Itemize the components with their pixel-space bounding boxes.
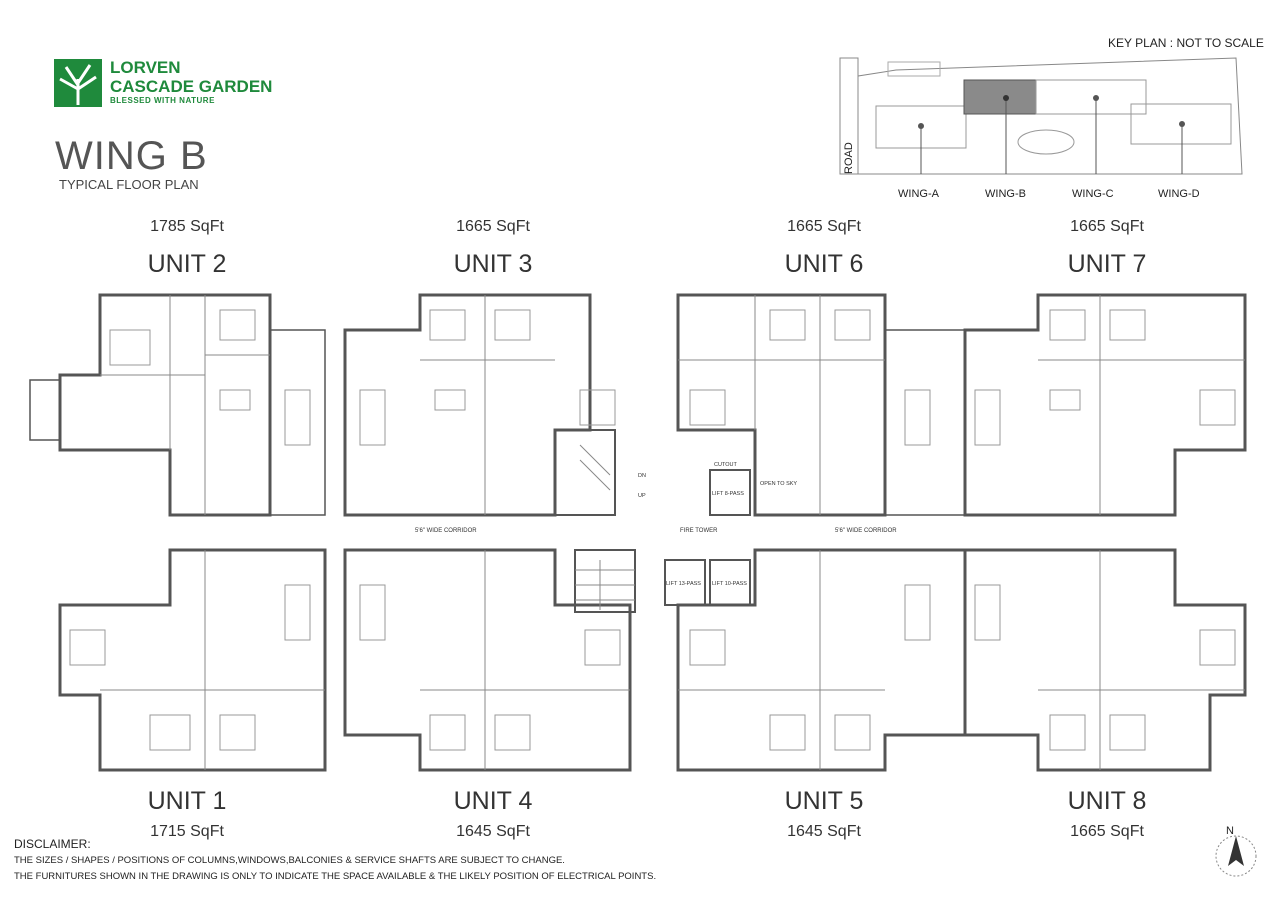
unit-7-name: UNIT 7 xyxy=(1067,250,1147,278)
wing-b-highlight xyxy=(963,79,1037,115)
unit-6-area: 1665 SqFt xyxy=(787,218,861,235)
unit-5-name: UNIT 5 xyxy=(784,787,864,815)
unit-1-area: 1715 SqFt xyxy=(150,823,224,840)
unit-7-area: 1665 SqFt xyxy=(1070,218,1144,235)
key-plan-drawing: ROAD xyxy=(839,57,1243,175)
key-plan-wing-a: WING-A xyxy=(898,188,939,200)
floor-plan-drawing: 5'6" WIDE CORRIDOR 5'6" WIDE CORRIDOR FI… xyxy=(29,293,1247,772)
unit-3-area: 1665 SqFt xyxy=(456,218,530,235)
page-title: WING B xyxy=(55,134,208,178)
stair-up-label: UP xyxy=(638,493,646,499)
cutout-label: CUTOUT xyxy=(714,462,737,468)
stair-dn-label: DN xyxy=(638,473,646,479)
lift-10-label: LIFT 10-PASS xyxy=(712,581,747,587)
compass-label: N xyxy=(1226,825,1234,837)
unit-2-name: UNIT 2 xyxy=(147,250,227,278)
floor-plan: 5'6" WIDE CORRIDOR 5'6" WIDE CORRIDOR FI… xyxy=(0,285,1280,790)
brand-name-line1: LORVEN xyxy=(110,58,181,77)
unit-8-name: UNIT 8 xyxy=(1067,787,1147,815)
brand-name: LORVEN CASCADE GARDEN xyxy=(110,58,272,96)
brand-tagline: BLESSED WITH NATURE xyxy=(110,96,215,105)
unit-2-area: 1785 SqFt xyxy=(150,218,224,235)
key-plan-wing-c: WING-C xyxy=(1072,188,1114,200)
unit-8-area: 1665 SqFt xyxy=(1070,823,1144,840)
key-plan-wing-d: WING-D xyxy=(1158,188,1200,200)
compass: N xyxy=(1208,822,1264,887)
fire-tower-label: FIRE TOWER xyxy=(680,528,718,534)
disclaimer-line-1: THE SIZES / SHAPES / POSITIONS OF COLUMN… xyxy=(14,855,565,866)
unit-4-area: 1645 SqFt xyxy=(456,823,530,840)
key-plan-wing-b: WING-B xyxy=(985,188,1026,200)
unit-5-area: 1645 SqFt xyxy=(787,823,861,840)
unit-3-name: UNIT 3 xyxy=(453,250,533,278)
key-plan-label: KEY PLAN : NOT TO SCALE xyxy=(1108,36,1264,50)
north-arrow-icon: N xyxy=(1215,825,1257,877)
unit-1-name: UNIT 1 xyxy=(147,787,227,815)
page-subtitle: TYPICAL FLOOR PLAN xyxy=(59,177,199,192)
brand-logo xyxy=(54,59,102,107)
corridor-right-label: 5'6" WIDE CORRIDOR xyxy=(835,528,897,534)
corridor-left-label: 5'6" WIDE CORRIDOR xyxy=(415,528,477,534)
unit-4-name: UNIT 4 xyxy=(453,787,533,815)
brand-name-line2: CASCADE GARDEN xyxy=(110,77,273,96)
disclaimer-title: DISCLAIMER: xyxy=(14,837,91,851)
unit-6-name: UNIT 6 xyxy=(784,250,864,278)
disclaimer-line-2: THE FURNITURES SHOWN IN THE DRAWING IS O… xyxy=(14,871,657,882)
road-label: ROAD xyxy=(843,142,855,174)
tree-logo-icon xyxy=(54,59,102,107)
lift-8-label: LIFT 8-PASS xyxy=(712,491,744,497)
open-to-sky-label: OPEN TO SKY xyxy=(760,481,797,487)
key-plan: ROAD xyxy=(836,56,1246,181)
lift-13-label: LIFT 13-PASS xyxy=(666,581,701,587)
